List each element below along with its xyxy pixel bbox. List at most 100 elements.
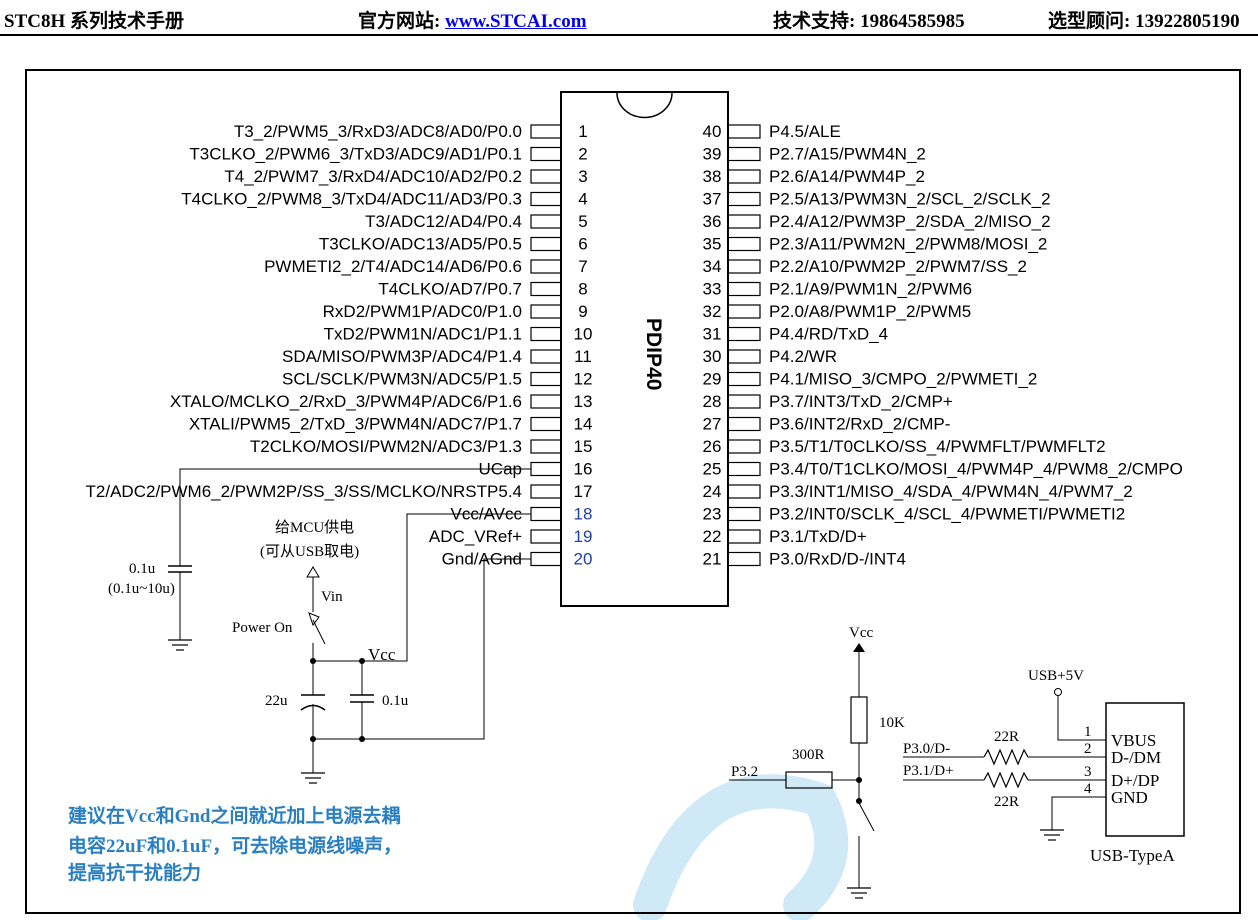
page-header: STC8H 系列技术手册 官方网站: www.STCAI.com 技术支持: 1… bbox=[0, 0, 1258, 36]
consult-phone: 选型顾问: 13922805190 bbox=[1048, 11, 1240, 32]
pin-number: 18 bbox=[574, 505, 593, 524]
usb-pin-number: 3 bbox=[1084, 764, 1092, 780]
pin-label: P4.2/WR bbox=[769, 347, 837, 366]
supply-note-line2: (可从USB取电) bbox=[260, 543, 359, 560]
pin-number: 8 bbox=[578, 280, 587, 299]
pin-box bbox=[727, 394, 761, 409]
chip-pin-left-17: T2/ADC2/PWM6_2/PWM2P/SS_3/SS/MCLKO/NRSTP… bbox=[86, 482, 593, 501]
pin-label: T4CLKO/AD7/P0.7 bbox=[378, 280, 522, 299]
pin-number: 16 bbox=[574, 460, 593, 479]
pin-box bbox=[530, 236, 562, 252]
decoupling-note: 建议在Vcc和Gnd之间就近加上电源去耦 电容22uF和0.1uF，可去除电源线… bbox=[68, 804, 402, 884]
power-circuit: 给MCU供电 (可从USB取电) Vin Power On Vcc 22u 0.… bbox=[232, 513, 531, 784]
pin-number: 31 bbox=[703, 325, 722, 344]
supply-note-line1: 给MCU供电 bbox=[275, 519, 354, 536]
chip-pin-right-25: P3.4/T0/T1CLKO/MOSI_4/PWM4P_4/PWM8_2/CMP… bbox=[703, 460, 1183, 479]
pin-number: 37 bbox=[703, 190, 722, 209]
pin-box bbox=[727, 191, 761, 207]
pin-box bbox=[530, 506, 562, 522]
usb-pin-number: 4 bbox=[1084, 781, 1092, 797]
pin-label: P2.3/A11/PWM2N_2/PWM8/MOSI_2 bbox=[769, 235, 1047, 254]
pin-number: 2 bbox=[578, 145, 587, 164]
chip-pin-right-38: P2.6/A14/PWM4P_238 bbox=[703, 167, 925, 186]
pin-box bbox=[530, 551, 562, 567]
usb-pin-number: 2 bbox=[1084, 741, 1092, 757]
pin-number: 1 bbox=[578, 122, 587, 141]
pin-label: P2.2/A10/PWM2P_2/PWM7/SS_2 bbox=[769, 257, 1027, 276]
chip-pin-right-36: P2.4/A12/PWM3P_2/SDA_2/MISO_236 bbox=[703, 212, 1051, 231]
chip-pin-right-35: P2.3/A11/PWM2N_2/PWM8/MOSI_235 bbox=[703, 235, 1048, 254]
pin-box bbox=[727, 169, 761, 184]
pin-label: P2.1/A9/PWM1N_2/PWM6 bbox=[769, 280, 972, 299]
net-dm-label: P3.0/D- bbox=[903, 741, 950, 757]
pin-number: 33 bbox=[703, 280, 722, 299]
reset-pin-label: P3.2 bbox=[731, 764, 758, 780]
pin-label: P4.5/ALE bbox=[769, 122, 841, 141]
chip-pin-right-22: P3.1/TxD/D+22 bbox=[703, 527, 867, 546]
pin-number: 17 bbox=[574, 482, 593, 501]
pin-box bbox=[530, 326, 562, 342]
pin-label: T3CLKO_2/PWM6_3/TxD3/ADC9/AD1/P0.1 bbox=[189, 145, 522, 164]
pin-label: RxD2/PWM1P/ADC0/P1.0 bbox=[323, 302, 522, 321]
pin-box bbox=[727, 214, 761, 229]
pin-label: T2CLKO/MOSI/PWM2N/ADC3/P1.3 bbox=[250, 437, 522, 456]
pin-number: 5 bbox=[578, 212, 587, 231]
diagram-frame bbox=[25, 69, 1241, 914]
chip-body: PDIP40 bbox=[560, 91, 729, 607]
usb-pin-name: D+/DP bbox=[1111, 771, 1159, 790]
cap-22u-label: 22u bbox=[265, 693, 288, 709]
pin-label: ADC_VRef+ bbox=[429, 527, 522, 546]
pin-label: P2.6/A14/PWM4P_2 bbox=[769, 167, 925, 186]
pin-number: 30 bbox=[703, 347, 722, 366]
website-link[interactable]: www.STCAI.com bbox=[445, 11, 587, 32]
pin-label: XTALO/MCLKO_2/RxD_3/PWM4P/ADC6/P1.6 bbox=[170, 392, 522, 411]
pin-box bbox=[727, 551, 761, 567]
vin-arrow-icon bbox=[306, 566, 320, 578]
pin-label: T3CLKO/ADC13/AD5/P0.5 bbox=[319, 235, 522, 254]
pin-label: P4.1/MISO_3/CMPO_2/PWMETI_2 bbox=[769, 370, 1037, 389]
pin-number: 21 bbox=[703, 550, 722, 569]
pin-number: 39 bbox=[703, 145, 722, 164]
reset-circuit: Vcc 10K P3.2 300R bbox=[729, 625, 905, 899]
pin-number: 10 bbox=[574, 325, 593, 344]
pin-box bbox=[530, 169, 562, 184]
pin-number: 3 bbox=[578, 167, 587, 186]
pin-box bbox=[727, 371, 761, 387]
pin-number: 13 bbox=[574, 392, 593, 411]
usb-pin-name: D-/DM bbox=[1111, 748, 1161, 767]
chip-pin-left-13: XTALO/MCLKO_2/RxD_3/PWM4P/ADC6/P1.6 13 bbox=[170, 392, 593, 411]
usb-connector bbox=[1105, 702, 1185, 837]
power-switch bbox=[312, 619, 326, 645]
pin-label: P3.6/INT2/RxD_2/CMP- bbox=[769, 415, 950, 434]
note-line2: 电容22uF和0.1uF，可去除电源线噪声， bbox=[68, 834, 402, 857]
pin-box bbox=[727, 304, 761, 319]
pin-box bbox=[530, 416, 562, 432]
usb-pin-number: 1 bbox=[1084, 724, 1092, 740]
pin-label: T4CLKO_2/PWM8_3/TxD4/ADC11/AD3/P0.3 bbox=[181, 190, 522, 209]
vcc-arrow-icon bbox=[853, 643, 865, 652]
website-label: 官方网站: bbox=[358, 11, 446, 32]
pin-box bbox=[530, 304, 562, 319]
pin-label: P2.5/A13/PWM3N_2/SCL_2/SCLK_2 bbox=[769, 190, 1051, 209]
pin-label: P3.4/T0/T1CLKO/MOSI_4/PWM4P_4/PWM8_2/CMP… bbox=[769, 460, 1183, 479]
pin-box bbox=[530, 484, 562, 499]
pin-label: P3.7/INT3/TxD_2/CMP+ bbox=[769, 392, 953, 411]
chip-pin-right-28: P3.7/INT3/TxD_2/CMP+28 bbox=[703, 392, 953, 411]
pin-label: T4_2/PWM7_3/RxD4/ADC10/AD2/P0.2 bbox=[224, 167, 522, 186]
pin-box bbox=[727, 484, 761, 499]
usb-pin-name: GND bbox=[1111, 788, 1148, 807]
pin-box bbox=[727, 416, 761, 432]
chip-pin-left-2: T3CLKO_2/PWM6_3/TxD3/ADC9/AD1/P0.1 2 bbox=[189, 145, 587, 164]
pin-number: 36 bbox=[703, 212, 722, 231]
